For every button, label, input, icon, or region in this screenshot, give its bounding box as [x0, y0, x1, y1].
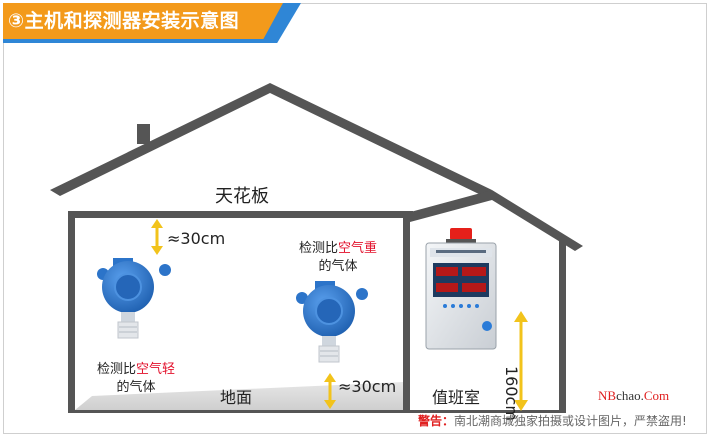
chimney-icon [137, 124, 150, 144]
gap-top-label: ≈30cm [167, 229, 226, 248]
ceiling-slab [68, 211, 413, 218]
ground-line [68, 410, 566, 413]
light-gas-prefix: 检测比 [97, 362, 137, 377]
copyright-warning: 警告：南北潮商城独家拍摄或设计图片，严禁盗用! [418, 412, 687, 429]
floor-label: 地面 [220, 388, 253, 407]
light-gas-suffix: 的气体 [116, 380, 156, 395]
duty-room-label: 值班室 [432, 388, 481, 407]
light-gas-highlight: 空气轻 [136, 362, 176, 377]
right-wall [559, 240, 566, 412]
controller-icon [425, 242, 497, 350]
heavy-gas-suffix: 的气体 [318, 259, 358, 274]
roof [50, 83, 492, 196]
diagram-title: ③主机和探测器安装示意图 [8, 10, 240, 32]
diagram-frame [3, 3, 707, 434]
light-gas-label: 检测比空气轻 的气体 [97, 361, 175, 397]
brand-watermark: NBchao.Com [598, 388, 670, 403]
heavy-gas-label: 检测比空气重 的气体 [299, 240, 377, 276]
heavy-gas-prefix: 检测比 [299, 241, 339, 256]
heavy-gas-highlight: 空气重 [338, 241, 378, 256]
title-banner [3, 3, 283, 39]
middle-wall [403, 214, 410, 412]
ceiling-label: 天花板 [215, 186, 269, 207]
gap-arrow-bottom [324, 373, 336, 409]
floor-surface [75, 382, 403, 410]
gas-detector-icon [296, 281, 368, 363]
gas-detector-icon [97, 258, 171, 339]
warning-text: 南北潮商城独家拍摄或设计图片，严禁盗用! [454, 414, 687, 428]
warning-label: 警告： [418, 414, 455, 428]
gap-arrow-top [151, 219, 163, 255]
annex-roof [403, 190, 583, 251]
left-wall [68, 211, 75, 412]
alarm-light-icon [446, 228, 476, 245]
height-arrow [514, 311, 528, 411]
gap-bottom-label: ≈30cm [338, 377, 397, 396]
